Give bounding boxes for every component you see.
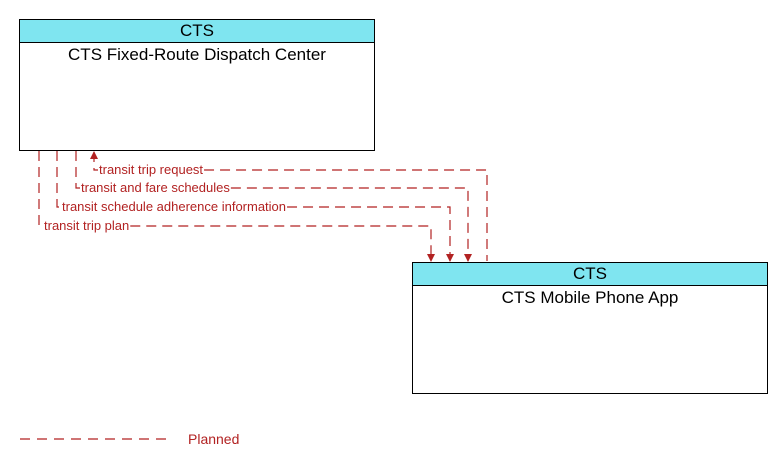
mobile-app-title: CTS Mobile Phone App	[501, 288, 679, 307]
mobile-app-node: CTS CTS Mobile Phone App	[412, 262, 768, 394]
mobile-app-group-label: CTS	[413, 263, 767, 286]
legend-label: Planned	[188, 431, 240, 447]
flow-arrowhead	[446, 254, 454, 262]
flow-1: transit trip request	[90, 151, 488, 261]
flow-label: transit trip plan	[44, 218, 129, 233]
flow-line-left	[38, 151, 43, 227]
flow-arrowhead	[464, 254, 472, 262]
flow-4: transit trip plan	[38, 151, 435, 262]
flow-label: transit trip request	[99, 162, 203, 177]
flow-2: transit and fare schedules	[75, 151, 472, 262]
dispatch-center-node: CTS CTS Fixed-Route Dispatch Center	[19, 19, 375, 151]
flow-line-right	[287, 206, 451, 261]
flow-line-right	[204, 169, 488, 261]
flow-arrowhead	[427, 254, 435, 262]
flow-arrowhead	[90, 151, 98, 159]
dispatch-center-title: CTS Fixed-Route Dispatch Center	[68, 45, 326, 64]
flow-line-left	[75, 151, 80, 189]
flow-3: transit schedule adherence information	[56, 151, 454, 262]
flow-label: transit and fare schedules	[81, 180, 230, 195]
flow-line-right	[130, 225, 432, 261]
flow-line-left	[56, 151, 61, 208]
flow-label: transit schedule adherence information	[62, 199, 286, 214]
dispatch-center-group-label: CTS	[20, 20, 374, 43]
